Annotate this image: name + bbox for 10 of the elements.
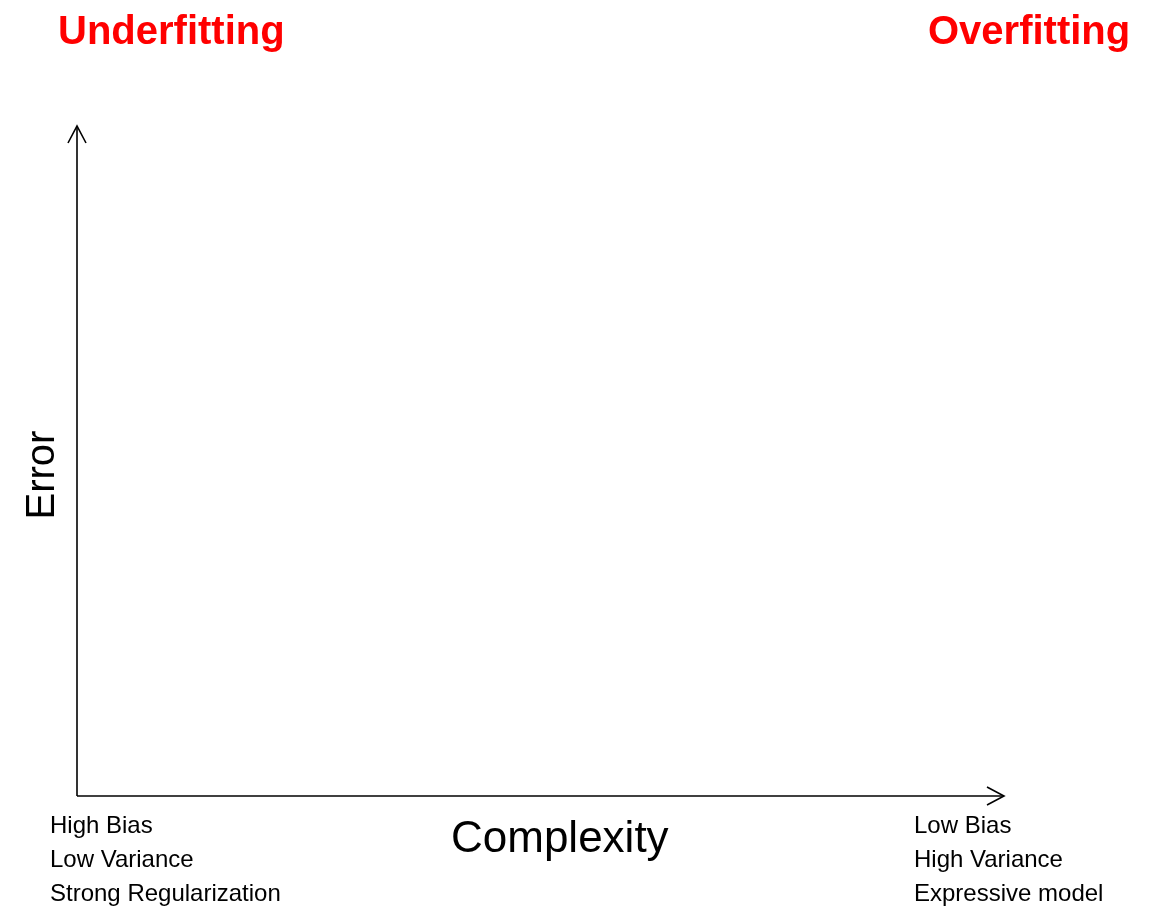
axis-title: Complexity	[451, 815, 669, 859]
axis-note: High Bias	[50, 813, 153, 837]
axis-note: Low Variance	[50, 847, 194, 871]
axis-title: Error	[19, 430, 60, 520]
axis-note: High Variance	[914, 847, 1063, 871]
region-heading: Overfitting	[928, 10, 1131, 50]
axis-note: Expressive model	[914, 881, 1104, 905]
axis-note: Low Bias	[914, 813, 1012, 837]
axis-note: Strong Regularization	[50, 881, 281, 905]
region-heading: Underfitting	[58, 10, 285, 50]
